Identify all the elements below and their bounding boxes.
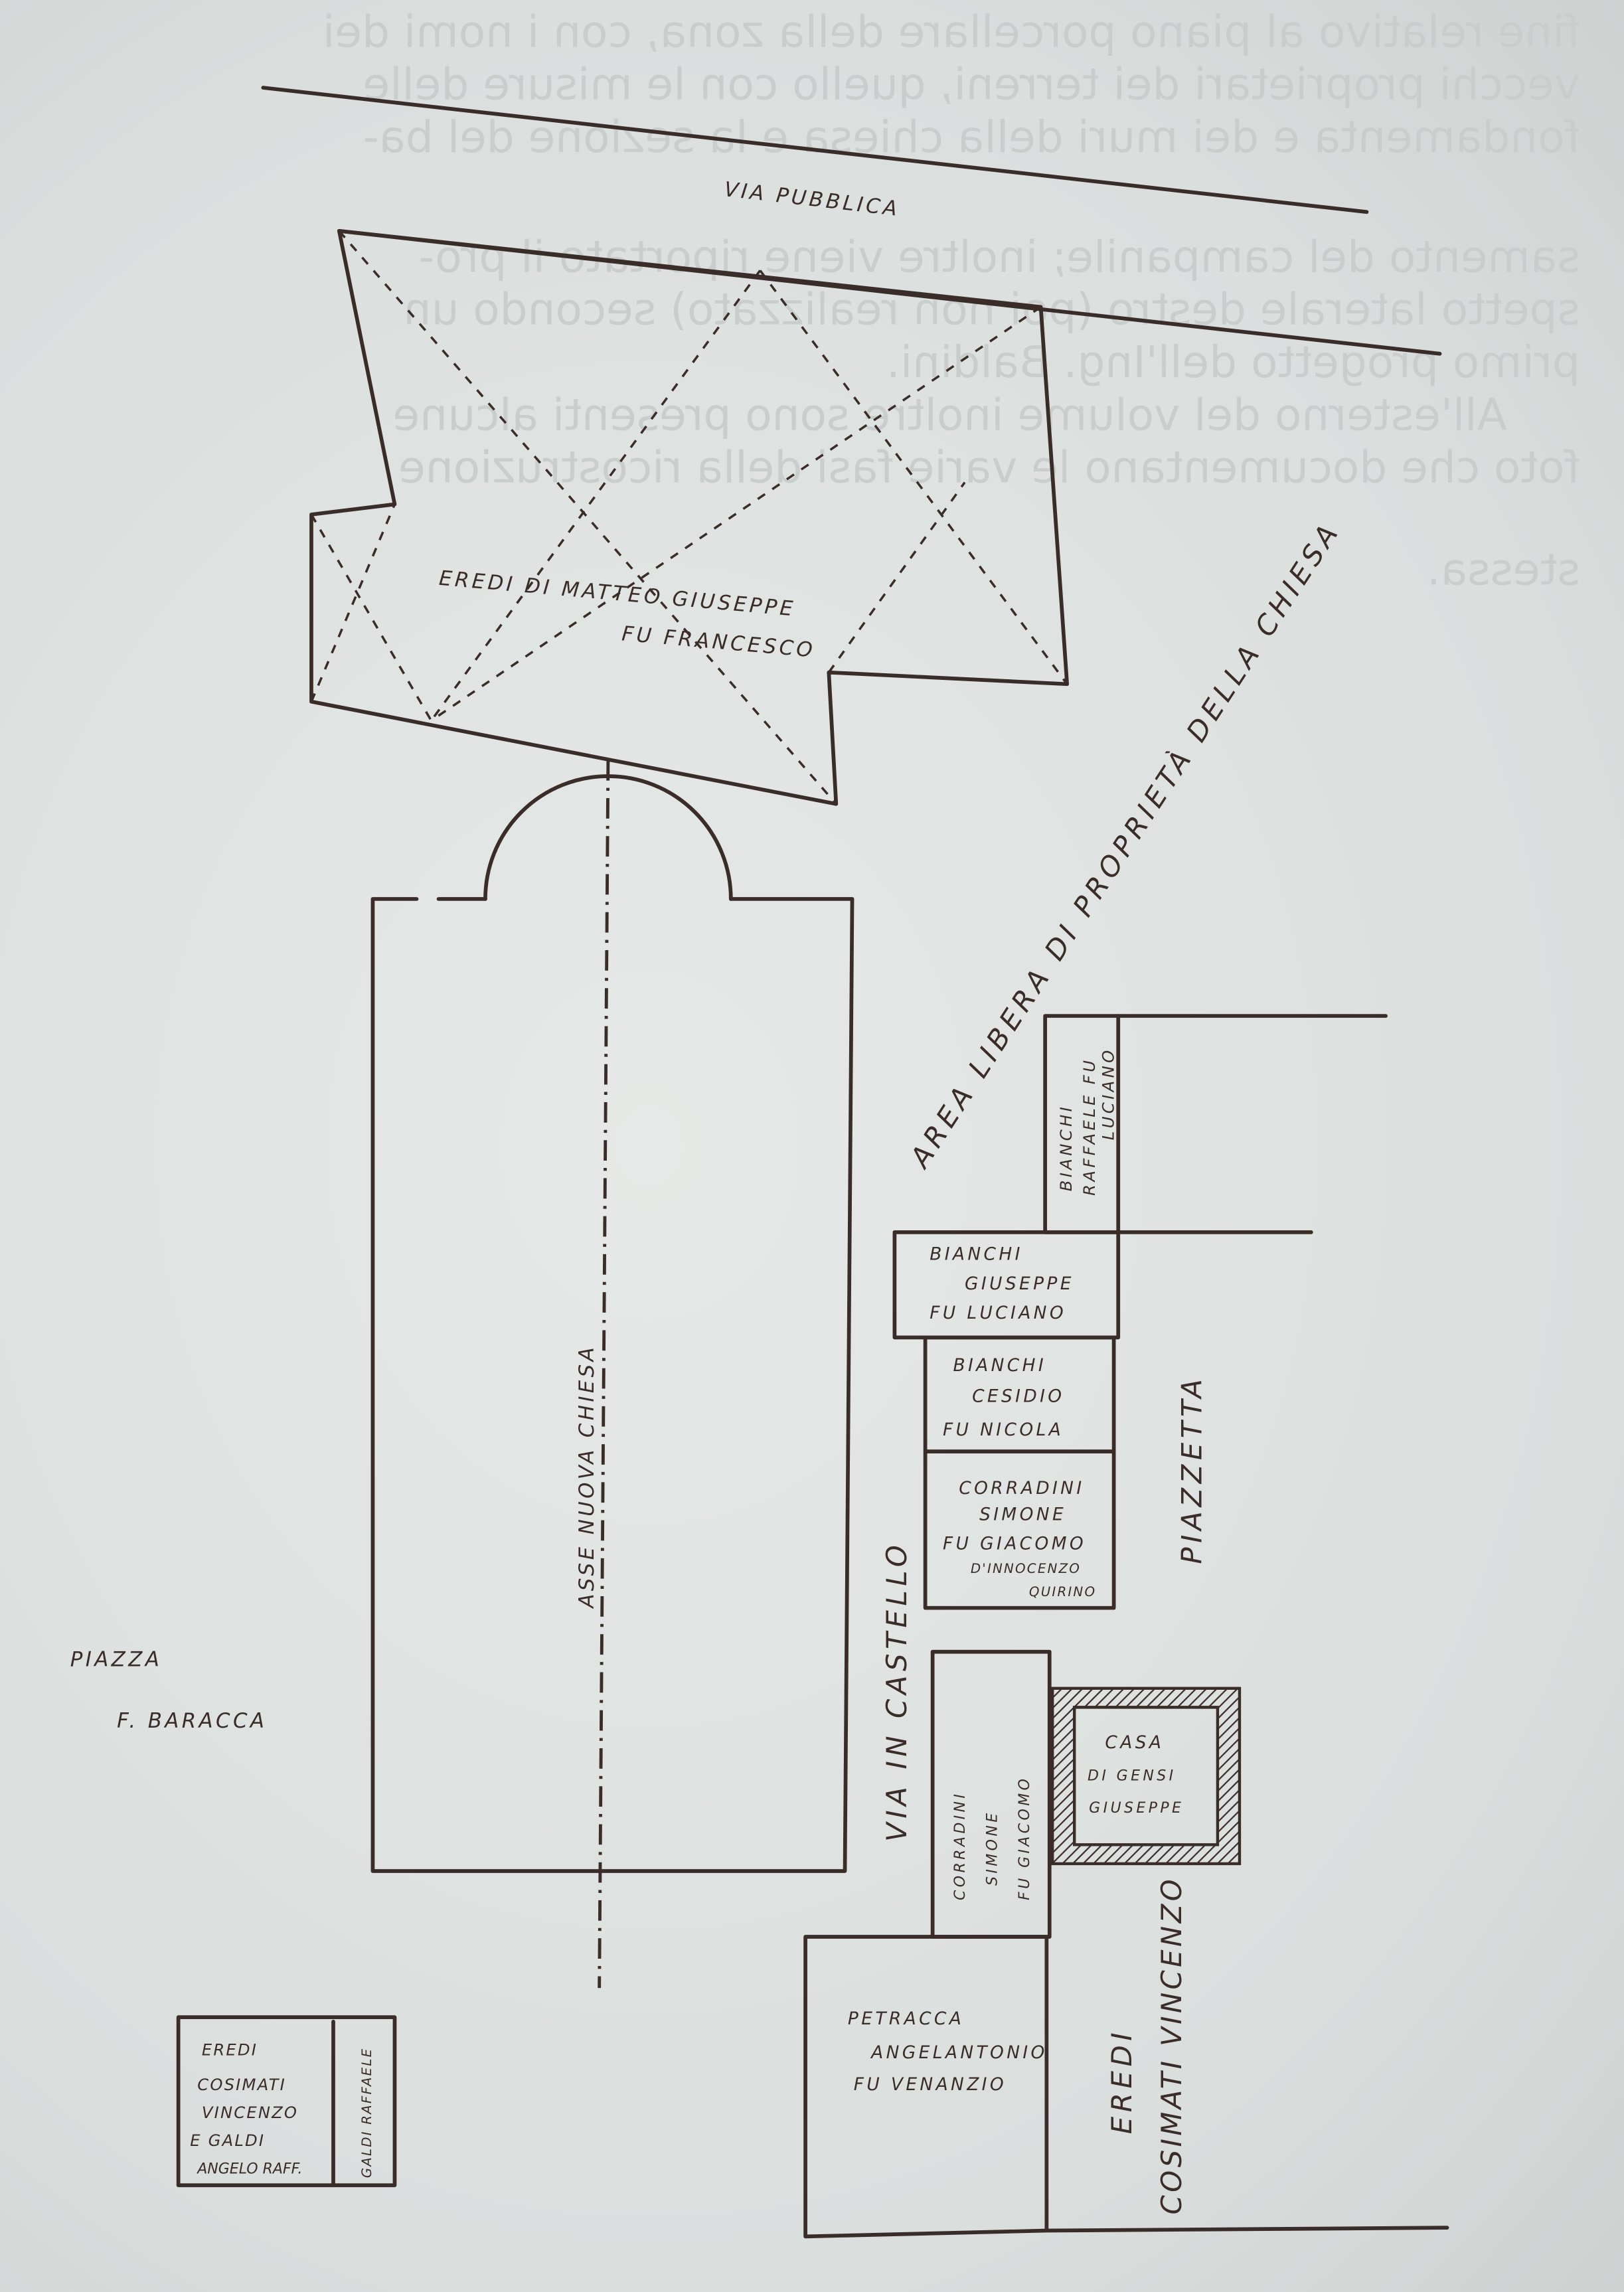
- parcel-label: DI GENSI: [1088, 1767, 1177, 1784]
- parcel-label: QUIRINO: [1029, 1584, 1096, 1599]
- parcel-label: FU GIACOMO: [1016, 1776, 1033, 1900]
- ghost-line: samento del campanile; inoltre viene rip…: [418, 231, 1580, 282]
- ghost-line: All'esterno del volume inoltre sono pres…: [393, 389, 1507, 440]
- parcel-label: FU GIACOMO: [943, 1534, 1086, 1554]
- parcel-label: D'INNOCENZO: [971, 1561, 1081, 1576]
- parcel-label: RAFFAELE FU: [1080, 1058, 1099, 1196]
- ghost-line: stessa.: [1427, 544, 1580, 596]
- eredi-cosimati-label: EREDI: [1105, 2028, 1138, 2134]
- parcel-label: GALDI RAFFAELE: [359, 2048, 374, 2178]
- piazza-label: PIAZZA: [70, 1648, 162, 1672]
- parcel-label: BIANCHI: [930, 1244, 1023, 1265]
- parcel-label: EREDI: [202, 2040, 258, 2059]
- parcel-label: FU VENANZIO: [854, 2074, 1007, 2095]
- parcel-petracca: [803, 1935, 1449, 2239]
- ghost-line: spetto laterale destro (poi non realizza…: [404, 284, 1580, 335]
- parcel-corradini-simone: [923, 1449, 1116, 1610]
- parcel-label: GIUSEPPE: [1089, 1800, 1184, 1817]
- parcel-label: VINCENZO: [202, 2103, 298, 2122]
- parcel-label: BIANCHI: [953, 1355, 1046, 1376]
- parcel-label: BIANCHI: [1057, 1104, 1076, 1191]
- parcel-eredi-cosimati-galdi: [176, 2015, 397, 2188]
- parcel-label: FU LUCIANO: [930, 1303, 1066, 1323]
- via-castello-label: VIA IN CASTELLO: [880, 1541, 913, 1842]
- church-axis-line: [598, 760, 610, 1989]
- eredi-matteo-label-2: FU FRANCESCO: [621, 621, 817, 662]
- road-edge-line: [261, 86, 1369, 214]
- roof-dashed-lines: [310, 230, 1068, 805]
- parcel-label: CASA: [1105, 1732, 1164, 1753]
- ghost-line: primo progetto dell'Ing. Baldini.: [886, 337, 1580, 388]
- parcel-label: SIMONE: [984, 1810, 1001, 1886]
- asse-label: ASSE NUOVA CHIESA: [575, 1345, 599, 1609]
- ghost-line: fine relativo al piano porcellare della …: [323, 6, 1580, 57]
- ghost-line: vecchi proprietari dei terreni, quello c…: [363, 59, 1580, 110]
- parcel-label: GIUSEPPE: [965, 1273, 1074, 1294]
- parcel-label: ANGELANTONIO: [870, 2042, 1048, 2063]
- via-pubblica-label: VIA PUBBLICA: [723, 177, 902, 221]
- piazzetta-label: PIAZZETTA: [1176, 1374, 1208, 1564]
- parcel-label: PETRACCA: [848, 2008, 964, 2029]
- ghost-line: foto che documentano le varie fasi della…: [398, 442, 1580, 493]
- bleed-through-text: fine relativo al piano porcellare della …: [323, 6, 1580, 595]
- eredi-matteo-label: EREDI DI MATTEO GIUSEPPE: [438, 566, 797, 621]
- parcel-label: SIMONE: [979, 1505, 1066, 1525]
- piazza-label-2: F. BARACCA: [117, 1709, 267, 1733]
- parcel-label: CORRADINI: [952, 1791, 969, 1900]
- parcel-label: ANGELO RAFF.: [196, 2161, 302, 2178]
- parcel-label: E GALDI: [190, 2131, 265, 2150]
- casa-gensi-hatched-walls: [1050, 1686, 1242, 1866]
- parcel-label: CESIDIO: [972, 1386, 1064, 1406]
- eredi-cosimati-label-2: COSIMATI VINCENZO: [1155, 1876, 1188, 2214]
- church-outline: [370, 897, 854, 1873]
- parcel-label: COSIMATI: [197, 2076, 286, 2094]
- area-libera-label: AREA LIBERA DI PROPRIETÀ DELLA CHIESA: [902, 517, 1344, 1175]
- parcel-label: CORRADINI: [959, 1478, 1084, 1499]
- parcel-label: FU NICOLA: [943, 1420, 1064, 1440]
- parcel-label: LUCIANO: [1099, 1047, 1118, 1140]
